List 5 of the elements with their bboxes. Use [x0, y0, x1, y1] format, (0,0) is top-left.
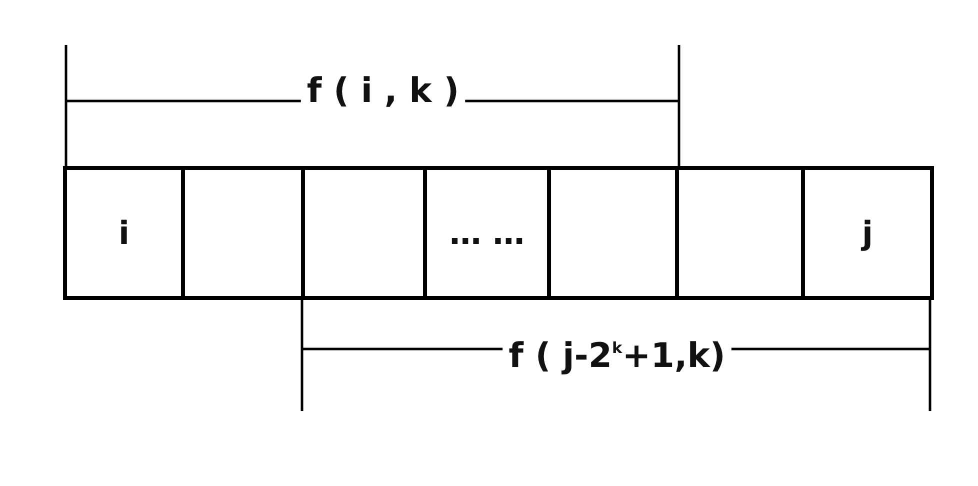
- cell-text: i: [118, 217, 130, 249]
- cell-text: j: [862, 217, 873, 249]
- cell-text: … …: [449, 217, 525, 249]
- dimension-label: f ( j-2$^{k}$+1,k): [508, 338, 726, 376]
- dimension-label: f ( i , k ): [306, 73, 460, 111]
